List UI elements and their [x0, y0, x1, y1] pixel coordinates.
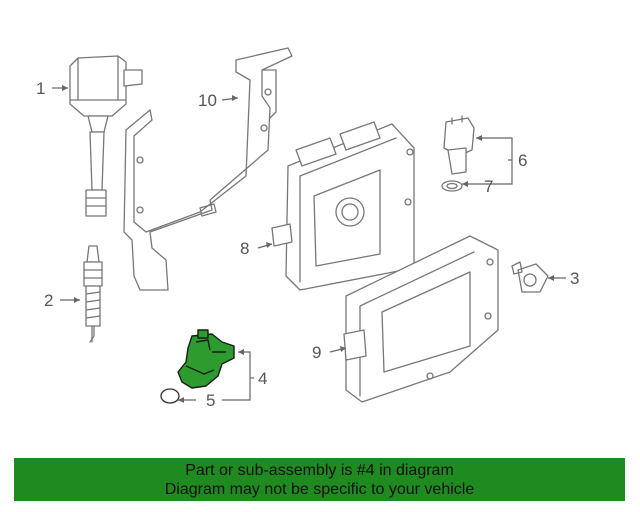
highlighted-sensor-body	[177, 333, 235, 389]
callout-4: 4	[258, 369, 267, 388]
arrowheads	[62, 85, 554, 403]
callout-8: 8	[240, 239, 249, 258]
callout-9: 9	[312, 343, 321, 362]
callout-10: 10	[198, 91, 217, 110]
spark-plug-part[interactable]	[83, 245, 103, 343]
callout-7: 7	[484, 177, 493, 196]
bracket-part[interactable]	[123, 47, 293, 291]
ignition-coil-part[interactable]	[69, 55, 143, 217]
callout-labels: 1 2 3 4 5 6 7 8 9 10	[36, 79, 579, 410]
highlighted-sensor-part[interactable]	[177, 329, 235, 389]
banner-line-1: Part or sub-assembly is #4 in diagram	[185, 461, 454, 479]
lower-o-ring-part[interactable]	[160, 388, 180, 404]
callout-3: 3	[570, 269, 579, 288]
callout-2: 2	[44, 291, 53, 310]
info-banner: Part or sub-assembly is #4 in diagram Di…	[14, 458, 625, 501]
callout-5: 5	[206, 391, 215, 410]
ecu-lower-part[interactable]	[343, 235, 499, 403]
upper-sensor-part[interactable]	[443, 115, 475, 175]
knock-sensor-part[interactable]	[511, 261, 549, 293]
callout-6: 6	[518, 151, 527, 170]
banner-line-2: Diagram may not be specific to your vehi…	[164, 480, 475, 498]
upper-o-ring-part[interactable]	[441, 180, 463, 192]
callout-1: 1	[36, 79, 45, 98]
ecu-upper-part[interactable]	[271, 121, 415, 291]
